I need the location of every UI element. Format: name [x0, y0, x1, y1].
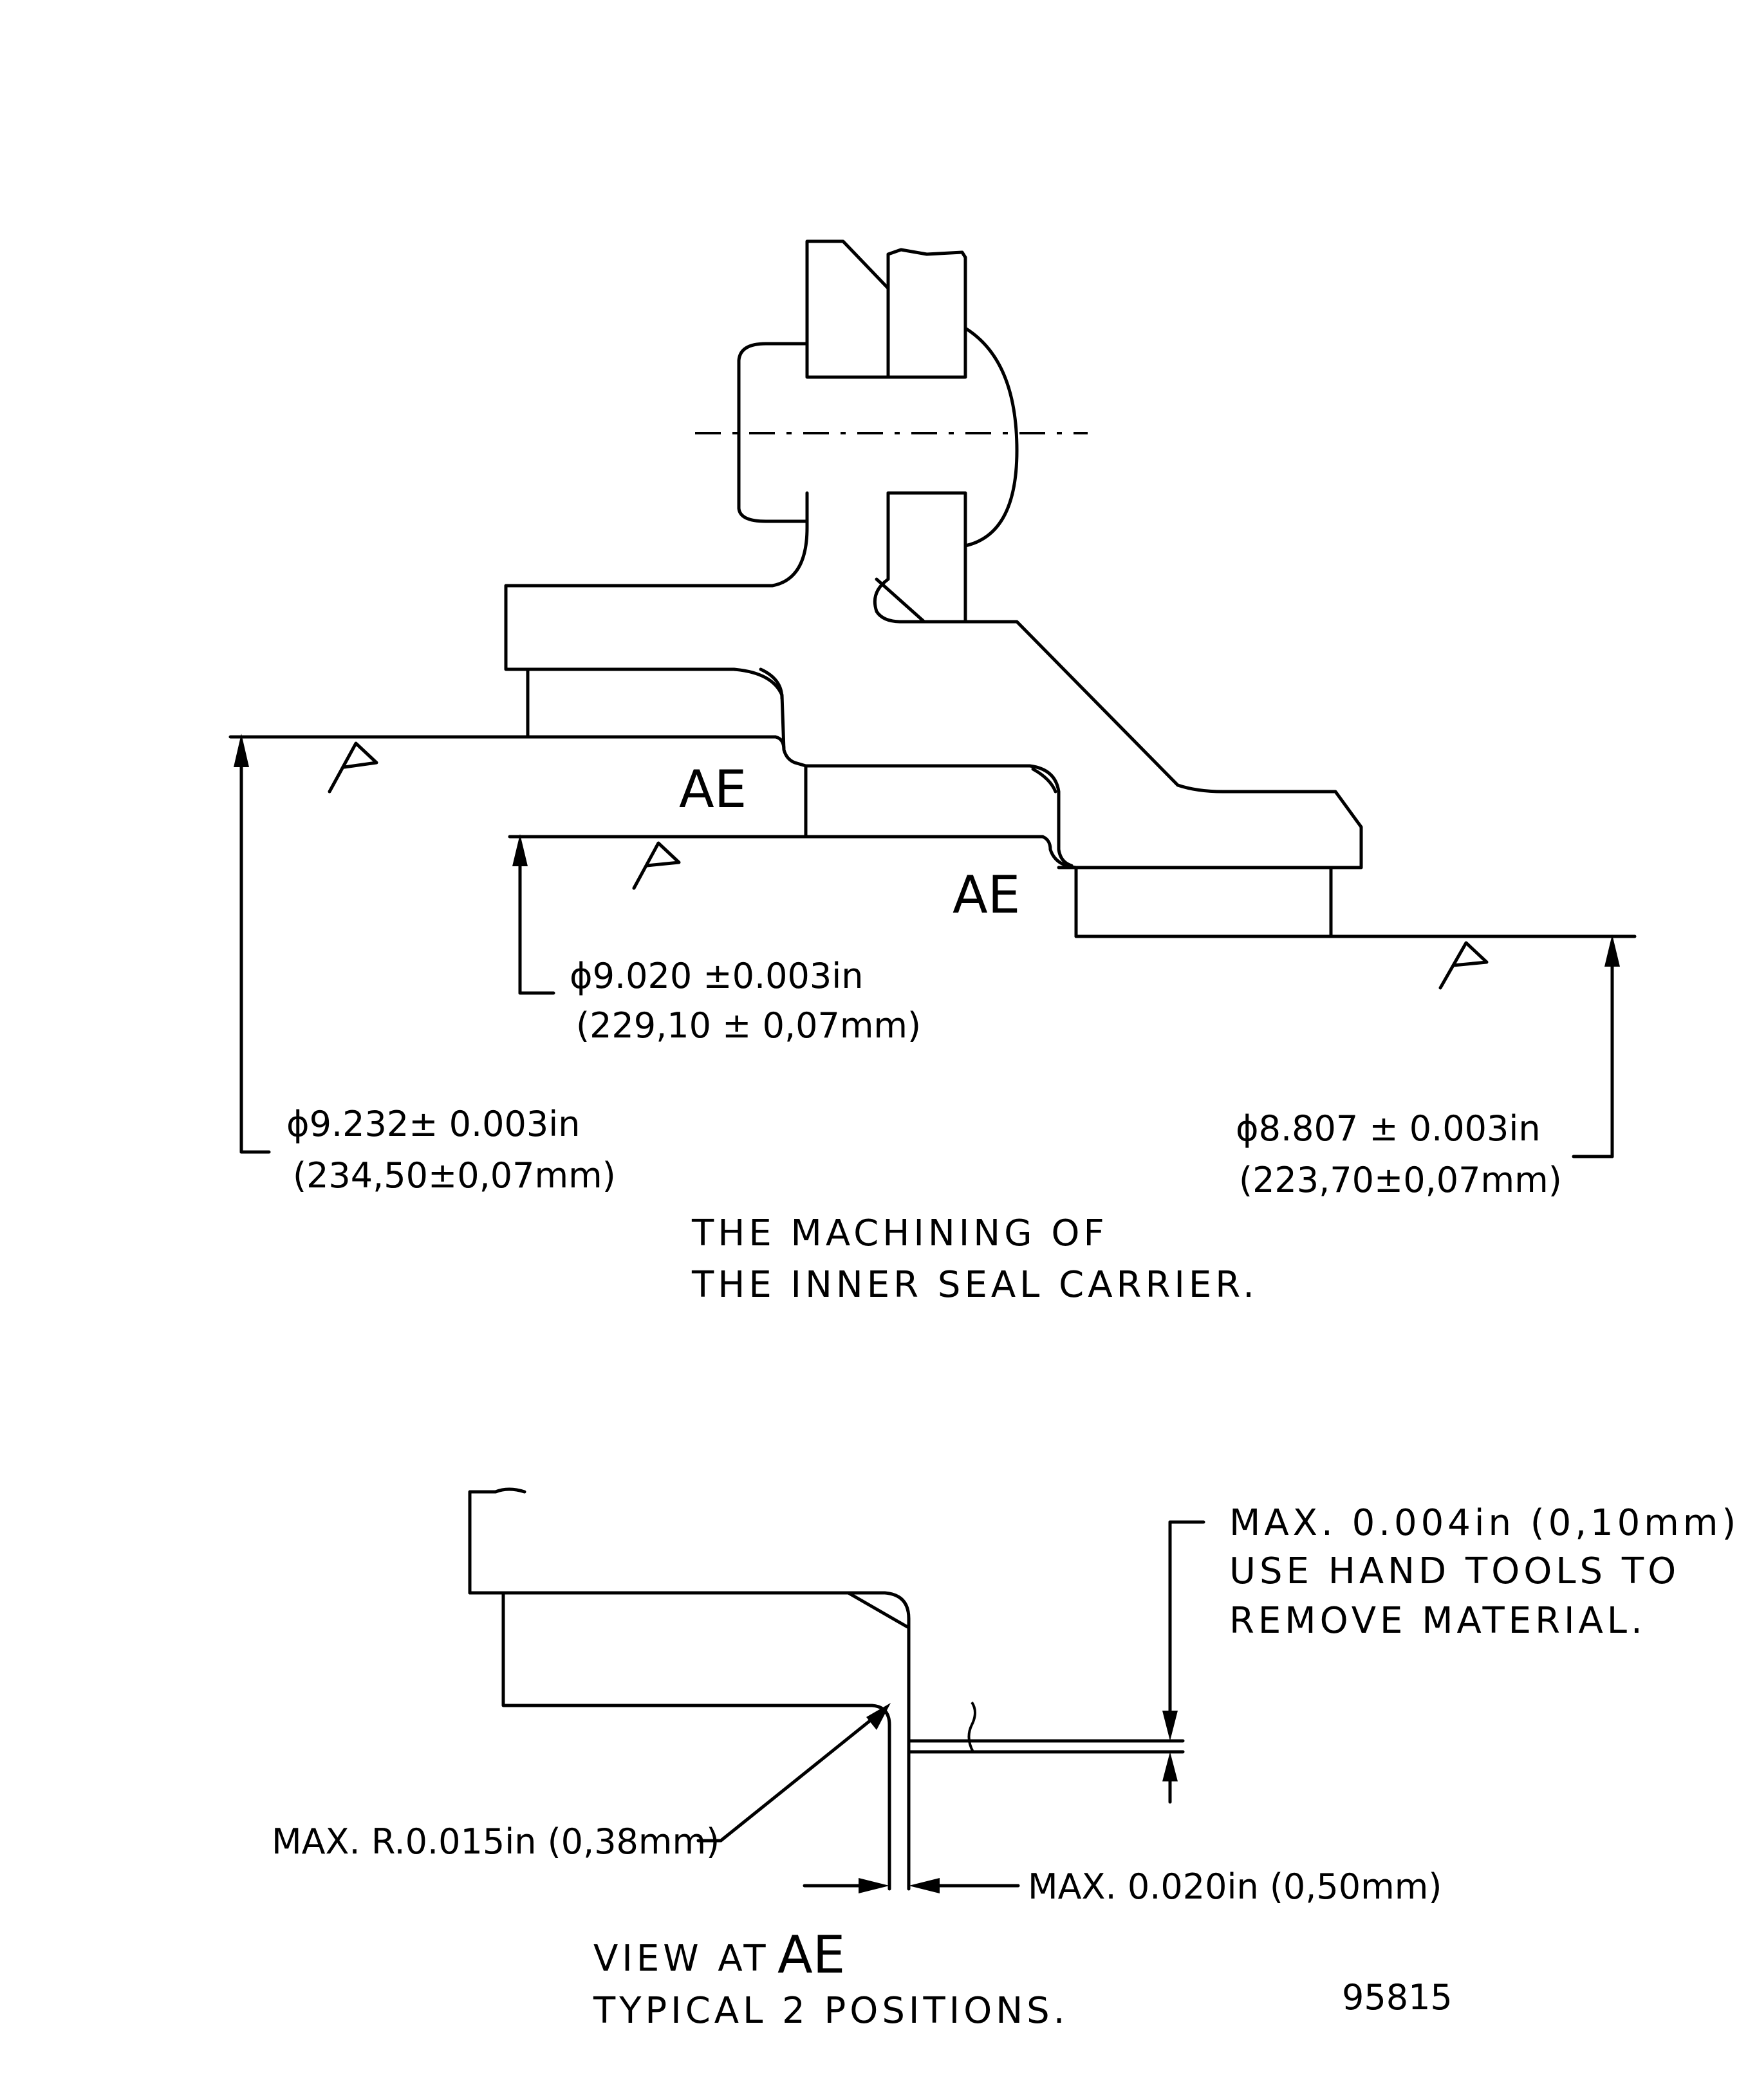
dimension-leaders: [234, 734, 1620, 1158]
detail-note-line-2: USE HAND TOOLS TO: [1229, 1550, 1680, 1592]
dim-left-inch: ϕ9.232± 0.003in: [286, 1104, 580, 1144]
ae-label-2: AE: [953, 865, 1020, 925]
ae-label-1: AE: [679, 759, 747, 819]
dim-left-mm: (234,50±0,07mm): [293, 1155, 616, 1196]
dim-right-inch: ϕ8.807 ± 0.003in: [1236, 1108, 1541, 1149]
figure-number: 95815: [1342, 1977, 1453, 2018]
detail-note-line-3: REMOVE MATERIAL.: [1229, 1600, 1646, 1642]
caption-line-1: THE MACHINING OF: [691, 1213, 1108, 1254]
radius-note: MAX. R.0.015in (0,38mm): [272, 1821, 720, 1862]
view-subtitle: TYPICAL 2 POSITIONS.: [593, 1990, 1069, 2032]
caption-line-2: THE INNER SEAL CARRIER.: [691, 1264, 1258, 1306]
offset-note: MAX. 0.020in (0,50mm): [1028, 1866, 1442, 1907]
dim-right-mm: (223,70±0,07mm): [1239, 1160, 1562, 1200]
view-label: VIEW AT: [593, 1938, 770, 1980]
detail-view-profile: [468, 1487, 1205, 1893]
dim-inner-inch: ϕ9.020 ±0.003in: [570, 956, 863, 996]
detail-note-line-1: MAX. 0.004in (0,10mm): [1229, 1502, 1740, 1544]
view-ae-label: AE: [777, 1925, 845, 1985]
dim-inner-mm: (229,10 ± 0,07mm): [576, 1005, 921, 1046]
inner-seal-carrier-profile: [228, 239, 1637, 990]
